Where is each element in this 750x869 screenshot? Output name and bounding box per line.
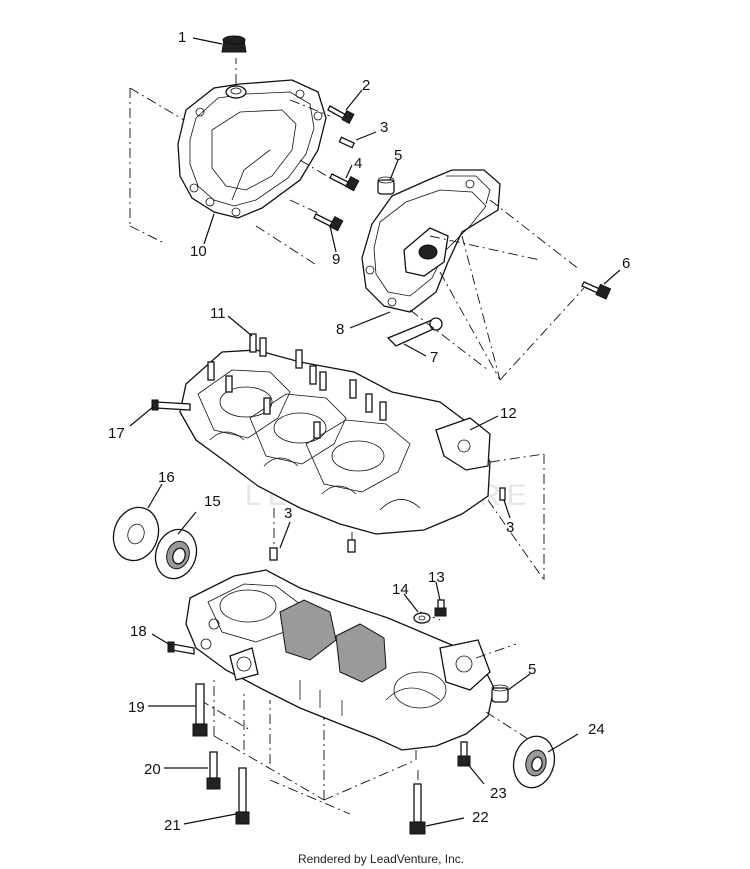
upper-crankcase-half	[179, 349, 491, 535]
callout-5: 5	[394, 147, 402, 164]
callout-16: 16	[158, 469, 175, 486]
bolt-part-19	[192, 683, 208, 737]
callout-23: 23	[490, 785, 507, 802]
callout-1: 1	[178, 29, 186, 46]
oil-seal-part-24	[512, 735, 556, 789]
assembly-guide-lines-pto	[409, 199, 585, 381]
oil-seal-part-15	[154, 528, 198, 580]
callout-24: 24	[588, 721, 605, 738]
callout-10: 10	[190, 243, 207, 260]
bolt-part-6	[581, 281, 612, 300]
magneto-cover-housing	[177, 79, 327, 219]
callout-13: 13	[428, 569, 445, 586]
bolt-part-2	[327, 105, 355, 124]
callout-4: 4	[354, 155, 362, 172]
callout-3: 3	[380, 119, 388, 136]
lower-crankcase-half	[185, 569, 495, 751]
assembly-guide-lines-mid	[273, 453, 545, 581]
callout-12: 12	[500, 405, 517, 422]
callout-21: 21	[164, 817, 181, 834]
callout-5-lower: 5	[528, 661, 536, 678]
bushing-part-5-upper	[377, 176, 395, 195]
bracket-part-7	[386, 317, 443, 347]
callout-3-middle: 3	[284, 505, 292, 522]
callout-17: 17	[108, 425, 125, 442]
bolt-part-20	[206, 751, 221, 790]
assembly-guide-box-upper	[129, 58, 331, 267]
dowel-pin-part-3-middle	[269, 539, 356, 561]
dowel-pin-part-3-upper	[338, 136, 356, 149]
callout-20: 20	[144, 761, 161, 778]
callout-15: 15	[204, 493, 221, 510]
bolt-part-23	[457, 741, 471, 767]
bolt-part-13	[434, 599, 447, 617]
callout-18: 18	[130, 623, 147, 640]
cylinder-studs	[207, 333, 387, 439]
washer-part-14	[413, 612, 431, 624]
callout-8: 8	[336, 321, 344, 338]
leader-lines	[129, 37, 621, 827]
stud-part-18	[167, 641, 195, 655]
assembly-guide-box-lower	[199, 611, 537, 815]
callout-6: 6	[622, 255, 630, 272]
bolt-part-22	[409, 783, 426, 835]
washer-part-16	[112, 506, 160, 562]
plug-cap-part	[221, 35, 247, 53]
callout-22: 22	[472, 809, 489, 826]
pto-cover-housing	[361, 169, 501, 313]
callout-3-right: 3	[506, 519, 514, 536]
callout-labels: 1 2 3 4 5 6 7 8 9 10 11 12 3 3 13 14 15 …	[108, 29, 630, 834]
bushing-part-5-lower	[491, 684, 509, 703]
callout-9: 9	[332, 251, 340, 268]
callout-14: 14	[392, 581, 409, 598]
dowel-pin-part-3-right	[499, 487, 506, 501]
bolt-part-9	[313, 213, 344, 232]
bolt-part-21	[235, 767, 250, 825]
callout-11: 11	[210, 305, 226, 322]
bolt-part-4	[329, 173, 360, 192]
callout-2: 2	[362, 77, 370, 94]
callout-7: 7	[430, 349, 438, 366]
footer-credit: Rendered by LeadVenture, Inc.	[298, 852, 464, 866]
stud-part-17	[151, 399, 191, 411]
callout-19: 19	[128, 699, 145, 716]
